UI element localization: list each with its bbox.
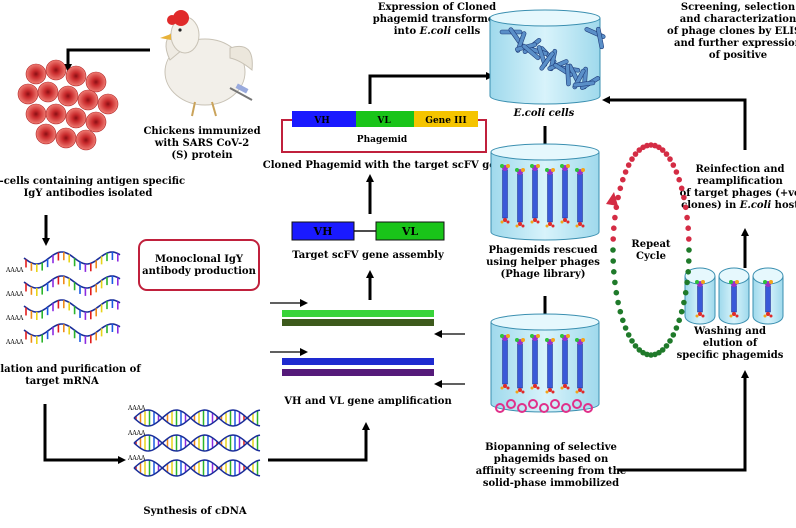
ecoli-cells-label: E.coli cells (513, 108, 575, 119)
bcell-icon (65, 65, 87, 87)
mrna-strands-icon: AAAA AAAA AAAA AAAA (5, 251, 121, 346)
phagemid-gene3-label: Gene III (425, 116, 466, 126)
bcell-icon (65, 107, 87, 129)
svg-text:AAAA: AAAA (5, 315, 24, 322)
svg-text:AAAA: AAAA (5, 267, 24, 274)
bcell-icon (25, 103, 47, 125)
svg-text:AAAA: AAAA (127, 405, 146, 412)
vh-gene-label: VH (313, 225, 333, 238)
repeat-cycle-loop-icon (606, 142, 692, 358)
scfv-assembly-label: Target scFV gene assembly (292, 250, 445, 261)
bcell-icon (75, 129, 97, 151)
biopanning-cylinder-icon (490, 313, 600, 413)
cdna-label: Synthesis of cDNA (143, 506, 246, 517)
bcell-icon (57, 85, 79, 107)
arrow-reinfection-to-ecoli (602, 96, 747, 150)
phagemid-label: Phagemid (357, 135, 408, 145)
bcell-icon (55, 127, 77, 149)
bcell-icon (35, 123, 57, 145)
bcell-icon (37, 81, 59, 103)
vh-vl-amplification-bars (270, 299, 465, 388)
arrow-cdna-to-amplification (268, 422, 370, 462)
cloned-phagemid-label: Cloned Phagemid with the target scFV gen… (263, 160, 509, 171)
svg-text:AAAA: AAAA (127, 430, 146, 437)
phagemid-vh-label: VH (313, 116, 330, 126)
bcell-icon (77, 89, 99, 111)
bcell-icon (45, 103, 67, 125)
svg-text:AAAA: AAAA (5, 339, 24, 346)
bcell-icon (97, 93, 119, 115)
arrow-mrna-to-cdna (43, 404, 126, 464)
arrow-phagemid-to-ecoli (368, 72, 494, 104)
svg-text:AAAA: AAAA (127, 455, 146, 462)
svg-text:AAAA: AAAA (5, 291, 24, 298)
phage-library-cylinder-icon (490, 143, 600, 241)
bcell-icon (85, 111, 107, 133)
bcell-icon (25, 63, 47, 85)
vh-vl-amplification-label: VH and VL gene amplification (283, 396, 452, 407)
bcell-icon (17, 83, 39, 105)
chicken-icon (160, 10, 253, 117)
arrow-biopanning-to-washing (618, 370, 749, 472)
phagemid-vl-label: VL (376, 116, 391, 126)
scfv-gene-assembly (291, 221, 445, 241)
bcell-icon (85, 71, 107, 93)
bcell-icon (45, 59, 67, 81)
ecoli-cells-cylinder-icon (489, 9, 606, 105)
cloned-phagemid-plasmid (281, 111, 487, 153)
cdna-strands-icon: AAAA AAAA AAAA (127, 405, 261, 477)
vl-gene-label: VL (401, 225, 419, 238)
washing-cylinders-icon (684, 267, 784, 325)
bcell-cluster-icon (17, 59, 119, 151)
arrow-chicken-to-bcells (64, 48, 150, 72)
monoclonal-box (138, 239, 260, 291)
